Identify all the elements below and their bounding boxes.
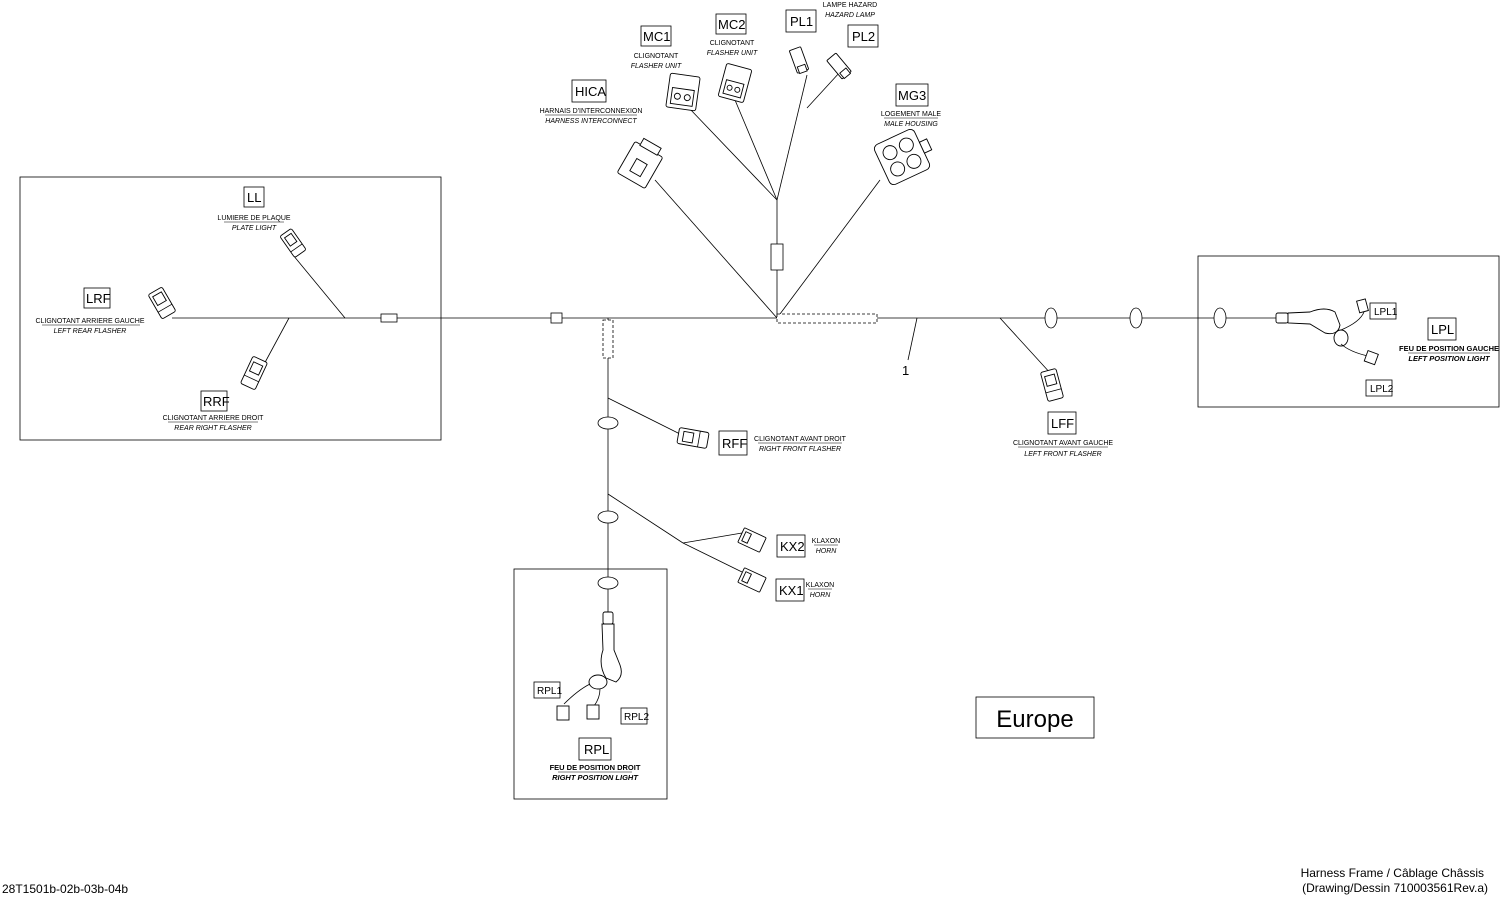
mg3-connector — [873, 128, 933, 186]
rrf-label-en: REAR RIGHT FLASHER — [174, 425, 251, 432]
mc2-code: MC2 — [718, 17, 745, 32]
lff-code: LFF — [1051, 416, 1074, 431]
pl2-code: PL2 — [852, 29, 875, 44]
lff-label-fr: CLIGNOTANT AVANT GAUCHE — [1013, 440, 1113, 447]
drawing-ref: (Drawing/Dessin 710003561Rev.a) — [1302, 881, 1488, 895]
ll-code: LL — [247, 190, 261, 205]
mc1-code: MC1 — [643, 29, 670, 44]
lrf-connector — [148, 287, 176, 319]
left-position-light-region — [1197, 255, 1500, 408]
lpl2-code: LPL2 — [1370, 384, 1394, 395]
rpl-label-en: RIGHT POSITION LIGHT — [552, 773, 639, 782]
rff-code: RFF — [722, 436, 747, 451]
lff-label-en: LEFT FRONT FLASHER — [1024, 451, 1101, 458]
right-position-light-region — [513, 568, 668, 800]
hica-label-fr: HARNAIS D'INTERCONNEXION — [540, 108, 643, 115]
drawing-id: 28T1501b-02b-03b-04b — [2, 882, 128, 896]
kx1-code: KX1 — [779, 583, 804, 598]
kx2-code: KX2 — [780, 539, 805, 554]
kx2-label-en: HORN — [816, 548, 838, 555]
lpl-light-assembly — [1275, 298, 1379, 366]
lpl-label-fr: FEU DE POSITION GAUCHE — [1399, 344, 1499, 353]
mc1-label-fr: CLIGNOTANT — [634, 53, 679, 60]
pl-label-fr: LAMPE HAZARD — [823, 2, 877, 9]
rear-light-region — [19, 176, 442, 441]
kx1-label-en: HORN — [810, 592, 832, 599]
kx2-connector — [737, 527, 767, 553]
rpl-label-fr: FEU DE POSITION DROIT — [550, 763, 641, 772]
ll-label-fr: LUMIERE DE PLAQUE — [217, 215, 290, 222]
pl-label-en: HAZARD LAMP — [825, 12, 875, 19]
mc2-connector — [718, 63, 752, 103]
lrf-label-fr: CLIGNOTANT ARRIERE GAUCHE — [35, 318, 144, 325]
hica-code: HICA — [575, 84, 606, 99]
rpl-code: RPL — [584, 742, 609, 757]
lpl-label-en: LEFT POSITION LIGHT — [1408, 354, 1491, 363]
hica-label-en: HARNESS INTERCONNECT — [545, 118, 637, 125]
pl1-code: PL1 — [790, 14, 813, 29]
lrf-label-en: LEFT REAR FLASHER — [54, 328, 127, 335]
rff-label-en: RIGHT FRONT FLASHER — [759, 446, 841, 453]
rrf-code: RRF — [203, 394, 230, 409]
mc1-label-en: FLASHER UNIT — [631, 63, 682, 70]
drawing-title: Harness Frame / Câblage Châssis — [1301, 866, 1484, 880]
ll-label-en: PLATE LIGHT — [232, 225, 277, 232]
mc2-label-fr: CLIGNOTANT — [710, 40, 755, 47]
rpl1-code: RPL1 — [537, 686, 562, 697]
hica-connector — [617, 137, 663, 189]
kx1-connector — [737, 567, 767, 593]
pl2-connector — [826, 52, 852, 80]
harness-sleeves — [380, 243, 1227, 590]
kx2-label-fr: KLAXON — [812, 538, 840, 545]
mc2-label-en: FLASHER UNIT — [707, 50, 758, 57]
lpl-code: LPL — [1431, 322, 1454, 337]
mg3-label-fr: LOGEMENT MALE — [881, 111, 941, 118]
pl1-connector — [789, 46, 809, 75]
europe-label: Europe — [996, 706, 1073, 733]
ll-connector — [280, 228, 306, 258]
lpl1-code: LPL1 — [1374, 307, 1398, 318]
rpl2-code: RPL2 — [624, 712, 649, 723]
main-harness — [172, 71, 1290, 622]
kx1-label-fr: KLAXON — [806, 582, 834, 589]
rff-connector — [676, 427, 710, 449]
rpl-light-assembly — [556, 611, 622, 721]
mg3-label-en: MALE HOUSING — [884, 121, 938, 128]
lrf-code: LRF — [86, 291, 111, 306]
rff-label-fr: CLIGNOTANT AVANT DROIT — [754, 436, 847, 443]
mg3-code: MG3 — [898, 88, 926, 103]
callout-1: 1 — [902, 363, 909, 378]
mc1-connector — [665, 72, 701, 112]
europe-badge — [975, 696, 1095, 739]
rrf-connector — [240, 356, 268, 390]
rrf-label-fr: CLIGNOTANT ARRIERE DROIT — [163, 415, 265, 422]
lff-connector — [1040, 368, 1064, 402]
